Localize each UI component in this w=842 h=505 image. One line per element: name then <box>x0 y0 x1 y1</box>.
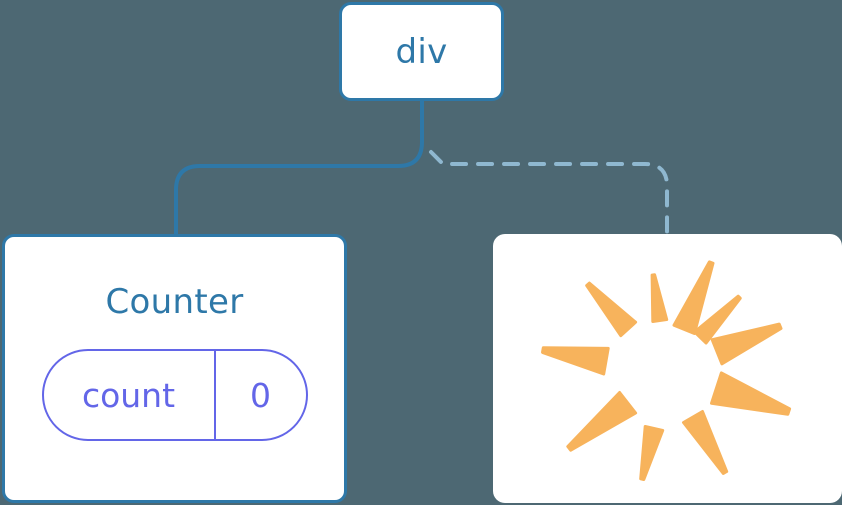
node-div[interactable]: div <box>339 2 504 101</box>
sparkle-ray-6 <box>682 410 729 475</box>
node-counter-label: Counter <box>105 282 244 322</box>
state-pill-key: count <box>44 351 216 439</box>
sparkle-ray-7 <box>710 371 792 416</box>
sparkle-ray-8 <box>710 322 783 366</box>
sparkle-burst-icon <box>541 260 792 481</box>
state-pill-value: 0 <box>250 375 271 415</box>
sparkle-ray-0 <box>672 260 715 335</box>
edge-div-sparkle <box>429 150 669 238</box>
sparkle-ray-2 <box>585 281 638 338</box>
state-pill-count[interactable]: count 0 <box>41 349 308 441</box>
sparkle-ray-1 <box>650 273 669 323</box>
node-div-label: div <box>395 31 448 72</box>
sparkle-ray-3 <box>541 346 610 376</box>
node-sparkle-burst[interactable] <box>493 234 842 503</box>
sparkle-ray-9 <box>693 294 742 345</box>
sparkle-ray-5 <box>639 425 665 481</box>
edge-div-counter <box>174 99 424 238</box>
node-counter[interactable]: Counter count 0 <box>2 234 347 503</box>
sparkle-ray-4 <box>566 391 638 452</box>
